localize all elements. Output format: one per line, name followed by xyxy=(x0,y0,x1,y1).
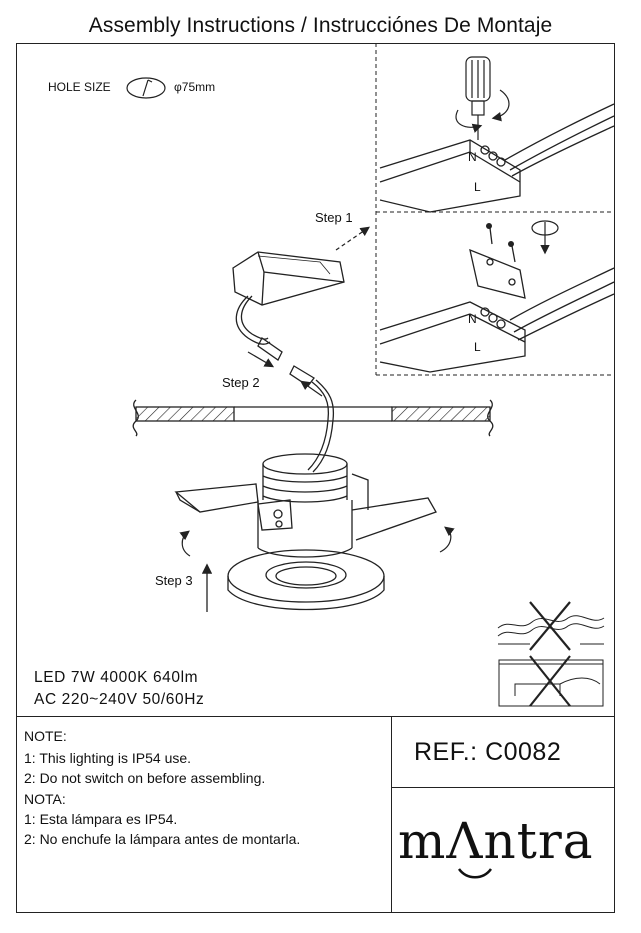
spec-power: LED 7W 4000K 640lm xyxy=(34,669,199,686)
step2-arrow-in xyxy=(247,351,275,368)
wiring-inset xyxy=(375,43,614,376)
ref-divider xyxy=(391,787,615,788)
rotate-left-icon xyxy=(179,530,191,557)
terminal-label-n-bottom: N xyxy=(468,312,477,326)
step-3-label: Step 3 xyxy=(155,573,193,588)
reference-number: REF.: C0082 xyxy=(414,738,562,766)
spec-voltage: AC 220~240V 50/60Hz xyxy=(34,691,205,708)
note-line-1: 1: This lighting is IP54 use. xyxy=(24,750,192,766)
no-direct-contact-icon xyxy=(498,655,604,707)
ceiling-section xyxy=(132,399,494,437)
driver-terminal-top xyxy=(379,103,615,213)
led-driver xyxy=(232,251,345,345)
hole-size-label: HOLE SIZE xyxy=(48,80,111,94)
terminal-label-n-top: N xyxy=(468,150,477,164)
step2-arrow-out xyxy=(300,380,323,397)
terminal-label-l-top: L xyxy=(474,180,481,194)
note-line-2: 2: Do not switch on before assembling. xyxy=(24,770,266,786)
connector-plugs xyxy=(257,337,335,473)
driver-terminal-bottom xyxy=(379,227,615,373)
note-heading: NOTE: xyxy=(24,728,67,744)
hole-size-value: φ75mm xyxy=(174,80,216,94)
brand-logo: mΛntra xyxy=(398,812,594,870)
step-1-label: Step 1 xyxy=(315,210,353,225)
nota-line-1: 1: Esta lámpara es IP54. xyxy=(24,811,178,827)
footer-divider xyxy=(16,716,615,717)
screw-icon xyxy=(486,223,514,247)
brand-smile-icon xyxy=(457,868,493,879)
instruction-frame xyxy=(16,43,615,913)
document-title: Assembly Instructions / Instrucciónes De… xyxy=(88,14,553,37)
nota-heading: NOTA: xyxy=(24,791,66,807)
terminal-label-l-bottom: L xyxy=(474,340,481,354)
screwdriver-icon xyxy=(455,56,510,140)
hole-size-icon xyxy=(126,77,166,99)
nota-line-2: 2: No enchufe la lámpara antes de montar… xyxy=(24,831,301,847)
downlight-fixture xyxy=(174,453,437,611)
step1-arrow xyxy=(335,226,370,251)
footer-vertical-divider xyxy=(391,716,392,913)
step-2-label: Step 2 xyxy=(222,375,260,390)
no-insulation-cover-icon xyxy=(497,601,605,651)
rotate-right-icon xyxy=(439,526,455,553)
rotate-lock-icon xyxy=(531,220,559,255)
